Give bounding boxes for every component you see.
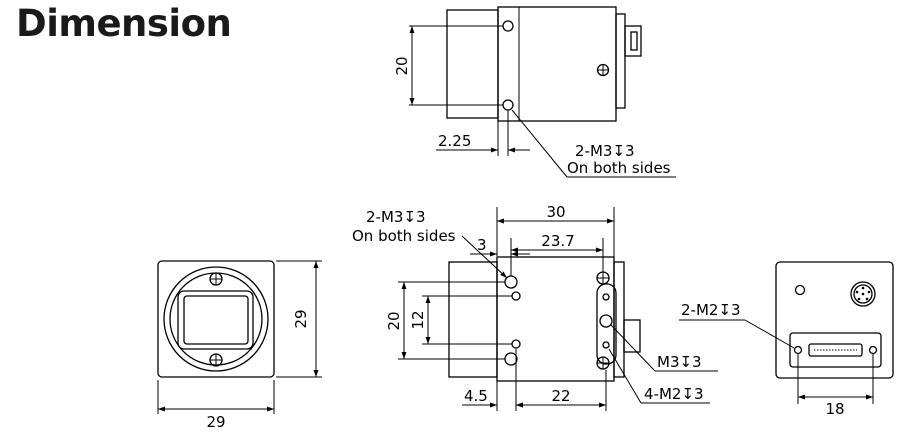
page-title: Dimension — [16, 2, 232, 45]
side-view-dim-12-label: 12 — [409, 310, 427, 329]
front-view-dim-height-label: 29 — [292, 309, 310, 328]
side-view-dim-20-label: 20 — [385, 311, 403, 330]
side-view-dim-23-7: 23.7 — [511, 232, 604, 272]
front-view-body — [157, 260, 275, 378]
side-view-bracket — [596, 283, 617, 365]
side-view-callout-m3: M3↧3 — [610, 324, 718, 372]
rear-view-dim-18-label: 18 — [825, 400, 844, 418]
top-view-hole-note: On both sides — [567, 159, 671, 177]
top-view-screw-icon — [596, 63, 610, 77]
side-view-dim-4-5: 4.5 — [462, 349, 540, 411]
rear-view-gpio-connector-icon — [850, 281, 876, 307]
side-view-hole-note: On both sides — [352, 227, 456, 245]
top-view-hole-callout-label: 2-M3↧3 — [575, 142, 635, 160]
side-view-hole-small-lower — [511, 339, 521, 349]
side-view-hole-small-upper — [511, 291, 521, 301]
side-view-dim-23-7-label: 23.7 — [541, 232, 574, 250]
front-view-mount-outer — [163, 266, 269, 372]
rear-view-led — [794, 284, 806, 296]
rear-view-hole-right — [868, 345, 878, 355]
front-view-sensor — [183, 295, 249, 345]
rear-view-dim-18: 18 — [797, 354, 874, 418]
rear-view-body — [775, 261, 894, 379]
top-view-dim-height: 20 — [393, 25, 503, 106]
front-view: 29 29 — [157, 260, 322, 431]
side-view-screw-top-icon — [596, 271, 610, 285]
side-view-dim-length: 30 — [496, 203, 615, 261]
side-view-dim-22-label: 22 — [551, 387, 570, 405]
side-view-hole-callout-label: 2-M3↧3 — [366, 208, 426, 226]
side-view-hole-m2-lower — [602, 341, 610, 349]
side-view-hole-m3-rear — [599, 314, 613, 328]
side-view-hole-callout: 2-M3↧3 On both sides — [352, 208, 508, 279]
rear-view-hole-callout: 2-M2↧3 — [679, 301, 795, 349]
front-view-screw-bottom-icon — [209, 353, 223, 367]
top-view: 20 2.25 2-M3↧3 On both sides — [393, 6, 676, 178]
front-view-dim-width: 29 — [157, 380, 275, 431]
front-view-screw-top-icon — [209, 272, 223, 286]
top-view-dim-offset-label: 2.25 — [438, 132, 471, 150]
front-view-sensor-frame — [177, 290, 254, 350]
top-view-dim-height-label: 20 — [393, 56, 411, 75]
side-view-dim-3-label: 3 — [477, 236, 487, 254]
top-view-hole-upper — [502, 20, 514, 32]
top-view-body — [446, 6, 642, 122]
side-view-hole-m2-upper — [602, 293, 610, 301]
side-view-callout-m2: 4-M2↧3 — [608, 348, 710, 404]
top-view-hole-callout: 2-M3↧3 On both sides — [511, 109, 676, 178]
top-view-dim-offset: 2.25 — [436, 110, 530, 156]
side-view-connector — [623, 319, 641, 353]
top-view-hole-lower — [502, 99, 514, 111]
front-view-dim-height: 29 — [276, 260, 322, 378]
side-view-dim-20: 20 — [385, 281, 505, 360]
rear-view: 2-M2↧3 18 — [679, 261, 894, 418]
rear-view-usb-port — [808, 343, 863, 357]
side-view-dim-4-5-label: 4.5 — [464, 387, 488, 405]
rear-view-hole-callout-label: 2-M2↧3 — [681, 301, 741, 319]
front-view-dim-width-label: 29 — [206, 413, 225, 431]
side-view-dim-12: 12 — [409, 295, 512, 345]
side-view-dim-length-label: 30 — [546, 203, 565, 221]
side-view-mount — [448, 261, 498, 378]
side-view-callout-m2-label: 4-M2↧3 — [644, 385, 704, 403]
rear-view-usb-panel — [789, 332, 882, 368]
side-view: 2-M3↧3 On both sides 30 3 23.7 20 — [352, 203, 718, 411]
side-view-screw-bottom-icon — [596, 356, 610, 370]
side-view-hole-m3-lower — [504, 352, 518, 366]
side-view-dim-22: 22 — [516, 370, 607, 411]
side-view-callout-m3-label: M3↧3 — [657, 353, 702, 371]
side-view-dim-3: 3 — [470, 236, 530, 276]
rear-view-hole-left — [793, 345, 803, 355]
